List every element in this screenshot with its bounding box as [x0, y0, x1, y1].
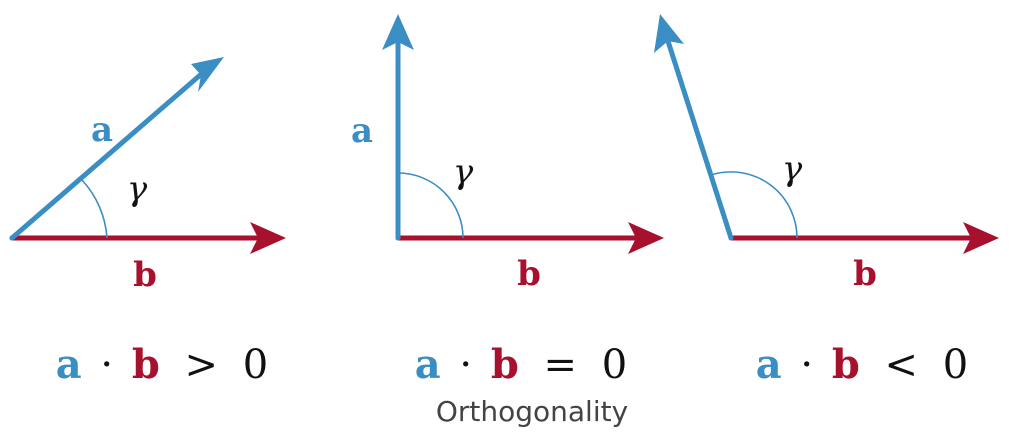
formula-a: a [56, 341, 82, 388]
vector-b-arrowhead [628, 222, 664, 254]
formula-a: a [415, 341, 441, 388]
vector-b-label: b [517, 254, 541, 294]
vector-b-arrowhead [250, 222, 286, 254]
panel-orthogonal: a b γ a · b = 0 Orthogonality [351, 14, 664, 428]
formula-value: 0 [602, 342, 627, 388]
vector-a-line [664, 35, 734, 241]
angle-arc [710, 171, 798, 239]
vector-b-arrowhead [963, 222, 999, 254]
vector-a-label: a [351, 111, 373, 151]
vector-a-line [9, 67, 209, 241]
angle-gamma-label: γ [782, 149, 803, 189]
angle-arc [397, 172, 464, 239]
formula-value: 0 [943, 342, 968, 388]
formula-b: b [491, 341, 519, 388]
vector-a-arrowhead [654, 14, 684, 53]
formula-dot: · [459, 342, 472, 388]
formula-b: b [832, 341, 860, 388]
formula-acute: a · b > 0 [56, 341, 268, 388]
formula-relation: = [544, 342, 578, 388]
formula-dot: · [100, 342, 113, 388]
formula-obtuse: a · b < 0 [756, 341, 968, 388]
panel-acute: a b γ a · b > 0 [9, 57, 286, 388]
vector-a-arrowhead [382, 14, 414, 50]
formula-b: b [132, 341, 160, 388]
angle-gamma-label: γ [127, 169, 148, 209]
formula-value: 0 [243, 342, 268, 388]
formula-relation: > [185, 342, 219, 388]
angle-gamma-label: γ [453, 152, 474, 192]
vector-b-label: b [133, 255, 157, 295]
formula-relation: < [885, 342, 919, 388]
formula-orthogonal: a · b = 0 [415, 341, 627, 388]
formula-dot: · [800, 342, 813, 388]
panel-obtuse: γ b a · b < 0 [654, 14, 999, 388]
vector-b-label: b [853, 254, 877, 294]
vector-a-arrowhead [191, 57, 224, 92]
vector-a-label: a [91, 110, 113, 150]
caption-orthogonality: Orthogonality [436, 395, 628, 428]
angle-arc [81, 179, 108, 239]
formula-a: a [756, 341, 782, 388]
